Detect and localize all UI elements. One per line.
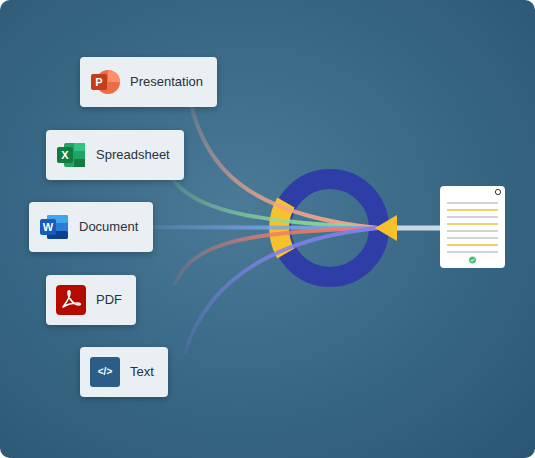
file-icon: [90, 67, 120, 97]
icon-letter: X: [57, 148, 73, 162]
output-line: [392, 226, 441, 231]
file-type-card: Spreadsheet X: [46, 130, 184, 180]
input-streams: [150, 100, 378, 352]
file-icon: [56, 140, 86, 170]
card-label: Presentation: [130, 74, 203, 90]
card-label: Spreadsheet: [96, 147, 170, 163]
file-icon: [56, 285, 86, 315]
icon-letter: P: [91, 75, 107, 89]
output-document: [440, 186, 505, 268]
icon-letter: </>: [90, 365, 120, 379]
pointer-triangle: [375, 215, 397, 241]
file-type-card: Document W: [29, 202, 153, 252]
icon-letter: W: [40, 220, 56, 234]
file-type-card: Text </>: [80, 347, 168, 397]
card-label: Text: [130, 364, 154, 380]
file-type-card: PDF: [46, 275, 136, 325]
file-type-card: Presentation P: [80, 57, 217, 107]
card-label: Document: [79, 219, 138, 235]
card-label: PDF: [96, 292, 122, 308]
